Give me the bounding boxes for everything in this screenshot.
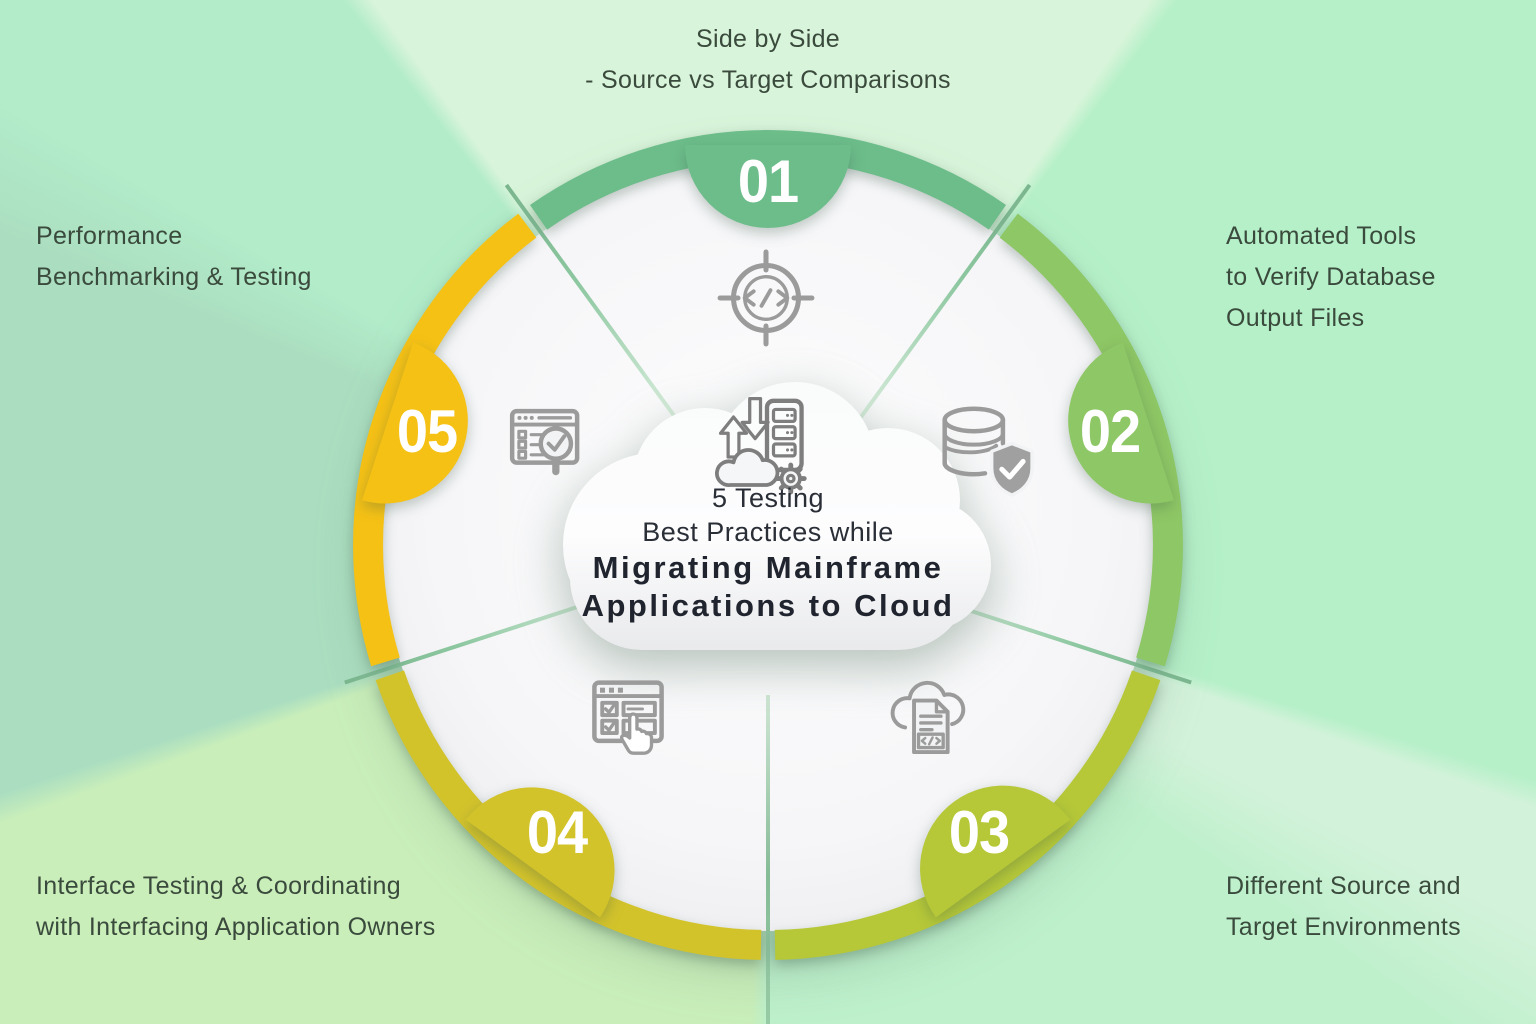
cloud-code-file-icon bbox=[890, 680, 966, 755]
label-segment-04: Interface Testing & Coordinating with In… bbox=[36, 866, 436, 948]
title-line-2: Best Practices while bbox=[642, 517, 894, 547]
center-title: 5 Testing Best Practices while Migrating… bbox=[518, 481, 1018, 625]
label-03-line-2: Target Environments bbox=[1226, 913, 1461, 941]
label-02-line-3: Output Files bbox=[1226, 304, 1365, 332]
label-segment-05: Performance Benchmarking & Testing bbox=[36, 216, 312, 298]
wheel-dividers bbox=[344, 183, 1192, 1024]
label-01-line-1: Side by Side bbox=[696, 25, 840, 53]
label-04-line-1: Interface Testing & Coordinating bbox=[36, 872, 401, 900]
database-shield-icon bbox=[942, 406, 1034, 497]
label-05-line-2: Benchmarking & Testing bbox=[36, 263, 312, 291]
badge-01 bbox=[685, 145, 851, 228]
badge-03 bbox=[920, 785, 1071, 918]
title-line-1: 5 Testing bbox=[711, 483, 825, 513]
title-line-4: Applications to Cloud bbox=[581, 588, 955, 623]
cloud-migration-icon bbox=[715, 397, 807, 495]
badge-number-01: 01 bbox=[737, 147, 799, 215]
badge-number-02: 02 bbox=[1079, 397, 1141, 465]
divider-01-02 bbox=[854, 183, 1032, 425]
code-target-icon bbox=[717, 249, 815, 347]
title-line-3: Migrating Mainframe bbox=[592, 550, 944, 585]
badge-number-05: 05 bbox=[396, 397, 458, 465]
badge-number-04: 04 bbox=[526, 798, 588, 866]
arc-segment-03[interactable] bbox=[774, 670, 1161, 960]
badge-04 bbox=[465, 787, 615, 918]
label-02-line-2: to Verify Database bbox=[1226, 263, 1436, 291]
label-segment-02: Automated Tools to Verify Database Outpu… bbox=[1226, 216, 1436, 339]
label-03-line-1: Different Source and bbox=[1226, 872, 1461, 900]
badge-02 bbox=[1068, 342, 1174, 504]
label-04-line-2: with Interfacing Application Owners bbox=[36, 913, 436, 941]
label-segment-01: Side by Side - Source vs Target Comparis… bbox=[0, 19, 1536, 101]
arc-segment-01[interactable] bbox=[530, 129, 1006, 230]
label-01-line-2: - Source vs Target Comparisons bbox=[585, 66, 951, 94]
label-segment-03: Different Source and Target Environments bbox=[1226, 866, 1461, 948]
divider-05-01 bbox=[504, 183, 682, 425]
label-02-line-1: Automated Tools bbox=[1226, 222, 1417, 250]
center-cloud-shape bbox=[563, 382, 991, 650]
checklist-click-icon bbox=[592, 680, 664, 755]
badge-number-03: 03 bbox=[948, 798, 1010, 866]
badge-05 bbox=[362, 342, 468, 504]
report-search-icon bbox=[509, 408, 580, 476]
number-badges bbox=[362, 145, 1174, 918]
label-05-line-1: Performance bbox=[36, 222, 183, 250]
